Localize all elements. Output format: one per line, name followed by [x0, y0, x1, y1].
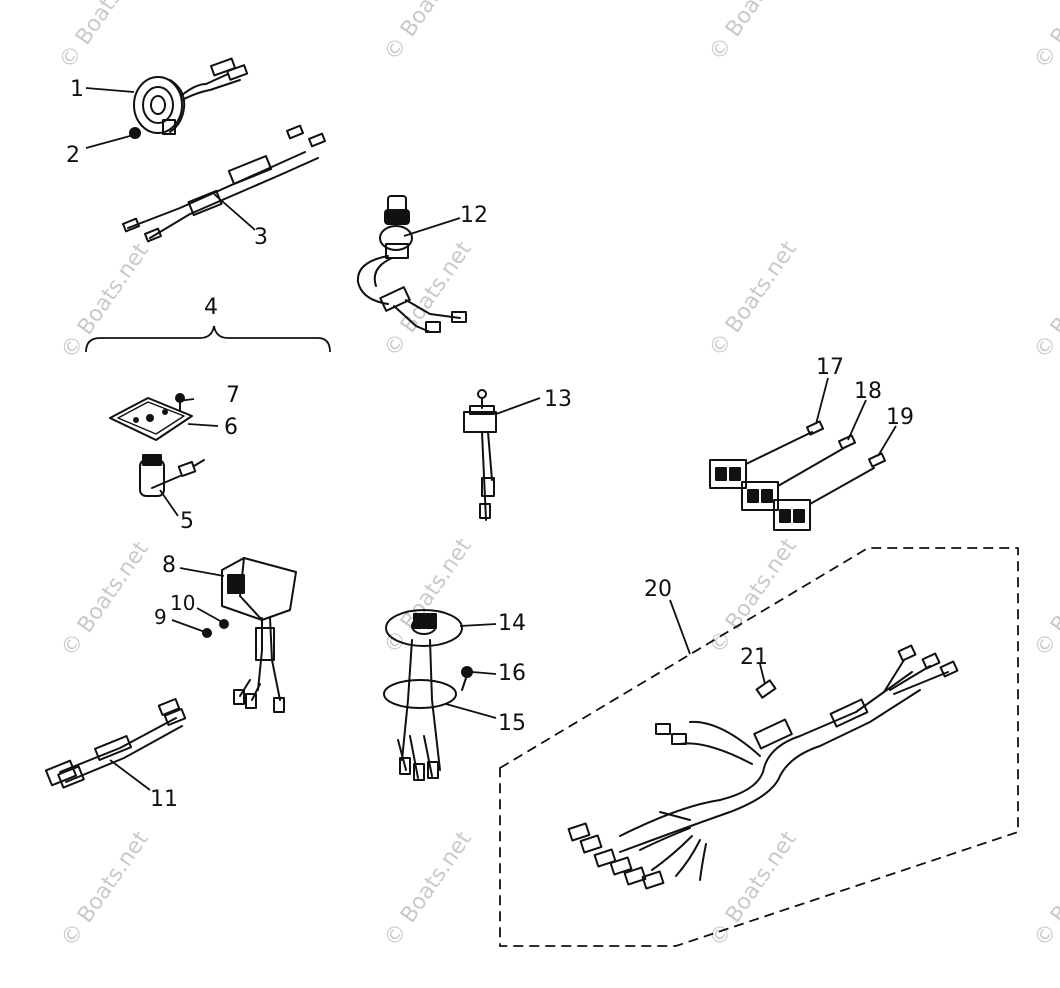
callout-10: 10	[170, 591, 195, 615]
watermark: © Boats.net	[379, 827, 477, 952]
part-horn[interactable]	[133, 57, 249, 135]
part-connector[interactable]	[773, 452, 887, 531]
part-fuse[interactable]	[755, 679, 777, 699]
callout-3: 3	[254, 225, 268, 250]
callouts: 1 2 3 4 5 6 7 8 9 10 11 12 13 14 15 16 1…	[66, 77, 914, 812]
callout-11: 11	[150, 787, 178, 812]
callout-12: 12	[460, 203, 488, 228]
watermark: © Boats.net	[54, 0, 152, 73]
part-key-switch[interactable]	[356, 195, 467, 333]
callout-6: 6	[224, 415, 238, 440]
watermark: © Boats.net	[56, 537, 154, 662]
part-switch-box[interactable]	[221, 557, 297, 713]
watermark: © Boats.net	[379, 0, 477, 65]
watermark: © Boats.net	[704, 534, 802, 659]
callout-8: 8	[162, 553, 176, 578]
callout-2: 2	[66, 143, 80, 168]
kit-outline	[499, 547, 1019, 947]
part-screw[interactable]	[129, 127, 141, 139]
part-screw[interactable]	[461, 666, 473, 691]
callout-15: 15	[498, 711, 526, 736]
part-screw[interactable]	[202, 628, 212, 638]
part-buzzer[interactable]	[139, 454, 205, 497]
callout-1: 1	[70, 77, 84, 102]
watermark: © Boats.net	[56, 239, 154, 364]
part-wire-lead[interactable]	[44, 697, 187, 789]
callout-4: 4	[204, 295, 218, 320]
watermark: © Boats.net	[1029, 827, 1060, 952]
callout-19: 19	[886, 405, 914, 430]
callout-14: 14	[498, 611, 526, 636]
callout-7: 7	[226, 383, 240, 408]
watermark: © Boats.net	[379, 237, 477, 362]
part-wire-harness[interactable]	[567, 644, 959, 890]
watermark: © Boats.net	[704, 0, 802, 65]
part-connector[interactable]	[741, 434, 857, 511]
leader-lines	[85, 87, 897, 791]
part-plate[interactable]	[109, 397, 193, 441]
callout-20: 20	[644, 577, 672, 602]
callout-13: 13	[544, 387, 572, 412]
callout-18: 18	[854, 379, 882, 404]
callout-9: 9	[154, 605, 167, 629]
watermark: © Boats.net	[56, 827, 154, 952]
callout-17: 17	[816, 355, 844, 380]
watermark: © Boats.net	[1029, 0, 1060, 73]
part-connector[interactable]	[709, 420, 825, 489]
part-trim-meter[interactable]	[385, 609, 463, 771]
watermark: © Boats.net	[1029, 537, 1060, 662]
part-wire-lead[interactable]	[122, 124, 326, 243]
watermark: © Boats.net	[704, 827, 802, 952]
callout-21: 21	[740, 645, 768, 670]
part-meter-cover[interactable]	[383, 679, 457, 781]
part-toggle-switch[interactable]	[463, 389, 497, 521]
watermark: © Boats.net	[1029, 239, 1060, 364]
watermark-layer: © Boats.net © Boats.net © Boats.net © Bo…	[54, 0, 1060, 951]
part-screw[interactable]	[175, 393, 185, 411]
callout-5: 5	[180, 509, 194, 534]
watermark: © Boats.net	[704, 237, 802, 362]
group-bracket	[85, 325, 331, 353]
callout-16: 16	[498, 661, 526, 686]
